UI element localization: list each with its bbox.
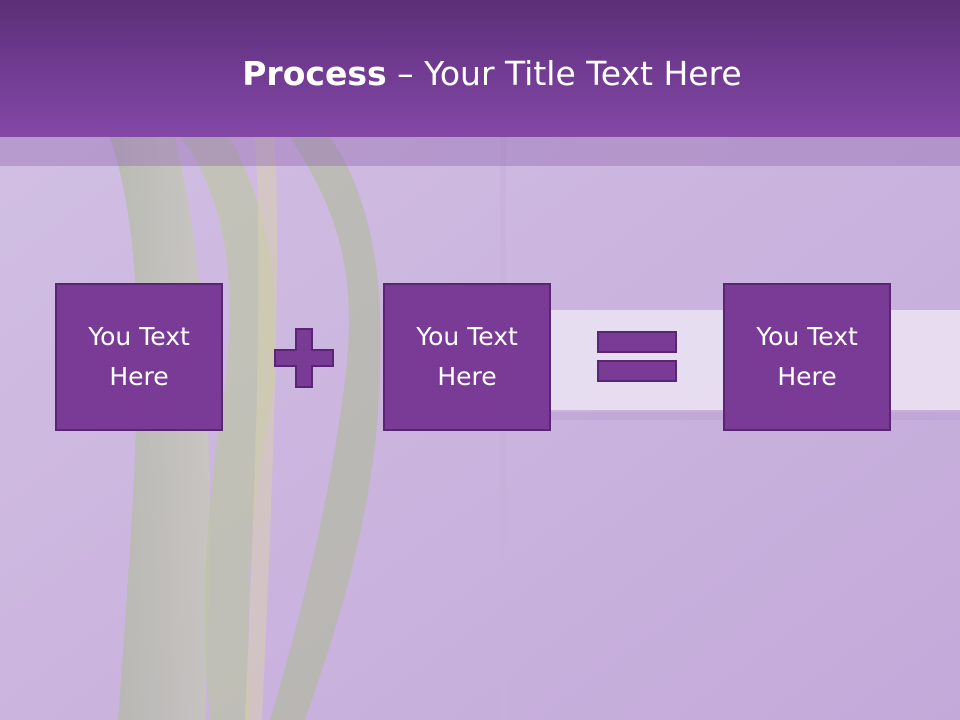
slide-title: Process – Your Title Text Here [0,50,960,98]
title-rest: – Your Title Text Here [386,54,742,93]
process-box-2-text: You Text Here [416,322,518,391]
plus-icon [274,328,334,388]
process-box-1-text: You Text Here [88,322,190,391]
title-band [0,137,960,166]
equals-icon [597,331,677,382]
title-bold: Process [242,54,387,93]
process-box-3-text: You Text Here [756,322,858,391]
process-box-2[interactable]: You Text Here [383,283,551,431]
process-box-1[interactable]: You Text Here [55,283,223,431]
title-bar [0,0,960,137]
process-box-3[interactable]: You Text Here [723,283,891,431]
